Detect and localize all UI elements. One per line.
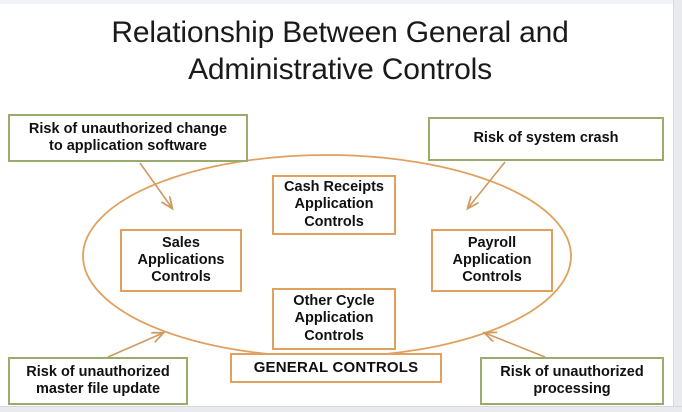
connector-unauthorized-processing <box>485 333 546 358</box>
risk-label-line-1: Risk of system crash <box>473 130 619 147</box>
app-label-line-3: Controls <box>151 269 211 286</box>
risk-label-line-1: Risk of unauthorized <box>500 363 644 380</box>
app-label-line-1: Cash Receipts <box>284 179 384 196</box>
app-label-line-1: Payroll <box>467 234 517 251</box>
page-title-line-1: Relationship Between General and <box>111 16 569 49</box>
slide-frame-top <box>0 0 682 4</box>
risk-box-system-crash[interactable]: Risk of system crash <box>428 117 664 161</box>
risk-label-line-1: Risk of unauthorized <box>26 363 170 380</box>
connector-system-crash <box>468 161 506 208</box>
connector-master-file-update <box>107 333 163 358</box>
app-label-line-1: Sales <box>162 234 200 251</box>
app-label-line-3: Controls <box>304 327 364 344</box>
app-label-line-2: Application <box>294 196 374 213</box>
risk-label-line-2: master file update <box>35 381 161 397</box>
general-controls-label: GENERAL CONTROLS <box>253 359 419 377</box>
slide-frame-bottom <box>0 406 682 412</box>
application-box-cash-receipts[interactable]: Cash Receipts Application Controls <box>272 175 396 235</box>
slide-frame-right <box>673 0 682 412</box>
general-controls-box[interactable]: GENERAL CONTROLS <box>230 353 442 383</box>
app-label-line-1: Other Cycle <box>293 293 375 310</box>
application-box-payroll[interactable]: Payroll Application Controls <box>431 229 553 292</box>
application-box-sales[interactable]: Sales Applications Controls <box>120 229 242 292</box>
page-title-line-2: Administrative Controls <box>188 53 492 87</box>
app-label-line-2: Application <box>452 251 532 268</box>
risk-label-line-1: Risk of unauthorized change <box>28 120 228 137</box>
risk-label-line-2: processing <box>533 381 611 397</box>
app-label-line-3: Controls <box>462 269 522 286</box>
application-box-other-cycle[interactable]: Other Cycle Application Controls <box>272 288 396 350</box>
page-title: Relationship Between General and Adminis… <box>30 14 650 88</box>
risk-box-unauthorized-processing[interactable]: Risk of unauthorized processing <box>480 357 664 405</box>
app-label-line-3: Controls <box>304 213 364 230</box>
risk-box-master-file-update[interactable]: Risk of unauthorized master file update <box>8 357 188 405</box>
connector-unauthorized-change <box>139 162 172 208</box>
app-label-line-2: Application <box>294 310 374 327</box>
risk-label-line-2: to application software <box>49 138 207 154</box>
risk-box-unauthorized-change[interactable]: Risk of unauthorized change to applicati… <box>8 114 248 162</box>
app-label-line-2: Applications <box>137 251 225 268</box>
